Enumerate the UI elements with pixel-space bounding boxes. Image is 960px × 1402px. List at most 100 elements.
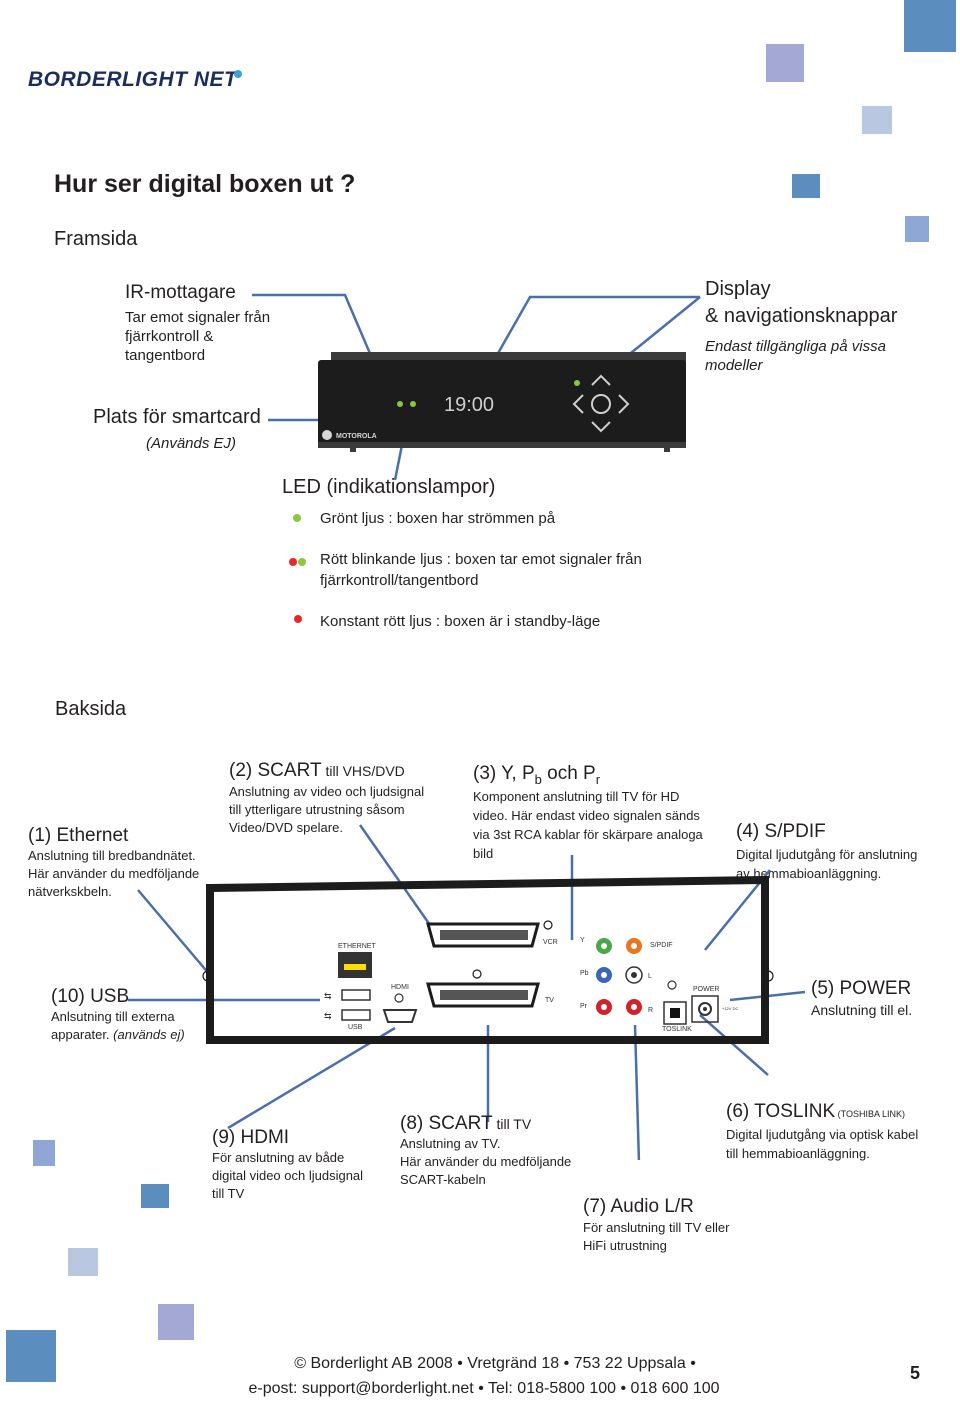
ir-title: IR-mottagare xyxy=(125,282,236,303)
brand-logo: BORDERLIGHT NET xyxy=(28,64,298,100)
hdmi-port-icon xyxy=(382,1009,418,1023)
front-led-icon xyxy=(397,401,403,407)
ypbpr-desc-line: bild xyxy=(473,846,494,861)
panel-power-rating: +12V DC xyxy=(722,1006,738,1011)
hdmi-desc-line: digital video och ljudsignal xyxy=(212,1168,364,1183)
panel-toslink-label: TOSLINK xyxy=(662,1026,692,1033)
smartcard-note: (Används EJ) xyxy=(146,435,237,452)
power-port-icon xyxy=(691,995,719,1023)
ypbpr-title: (3) Y, P xyxy=(473,763,535,784)
decor-square xyxy=(862,106,892,134)
scart2-desc: Anslutning av video och ljudsignal till … xyxy=(229,783,424,837)
motorola-logo-icon xyxy=(322,430,332,440)
spdif-desc-line: Digital ljudutgång för anslutning xyxy=(736,847,918,862)
front-heading: Framsida xyxy=(54,228,138,250)
page-title: Hur ser digital boxen ut ? xyxy=(54,170,356,198)
back-heading: Baksida xyxy=(55,698,127,720)
usb-title: (10) USB xyxy=(51,986,130,1007)
panel-y-label: Y xyxy=(580,937,585,944)
toslink-desc-line: till hemmabioanläggning. xyxy=(726,1146,870,1161)
hdmi-desc-line: till TV xyxy=(212,1186,245,1201)
scart8-title: (8) SCART xyxy=(400,1113,493,1134)
decor-square xyxy=(158,1304,194,1340)
usb-port-icon: ⇆ ⇆ xyxy=(324,989,371,1021)
power-title: (5) POWER xyxy=(811,978,912,999)
toslink-small: (TOSHIBA LINK) xyxy=(835,1109,905,1119)
hdmi-screw-icon xyxy=(394,993,404,1003)
panel-vcr-label: VCR xyxy=(543,939,558,946)
display-title-2: & navigationsknappar xyxy=(705,305,898,327)
led-legend-icons xyxy=(289,514,306,623)
usb-desc: Anlsutning till externa apparater. (anvä… xyxy=(51,1008,185,1044)
ethernet-port-icon xyxy=(338,952,372,978)
display-desc-line: modeller xyxy=(705,357,763,374)
panel-l-label: L xyxy=(648,973,652,980)
scart2-title: (2) SCART xyxy=(229,760,322,781)
panel-power-label: POWER xyxy=(693,986,719,993)
ypbpr-desc-line: Komponent anslutning till TV för HD xyxy=(473,789,680,804)
led-title: LED (indikationslampor) xyxy=(282,476,496,498)
ypbpr-desc: Komponent anslutning till TV för HD vide… xyxy=(473,787,703,863)
scart8-desc-line: SCART-kabeln xyxy=(400,1172,486,1187)
ethernet-title: (1) Ethernet xyxy=(28,825,129,846)
ethernet-desc-line: Här använder du medföljande xyxy=(28,866,200,881)
toslink-port-icon xyxy=(663,1001,687,1025)
hdmi-desc: För anslutning av både digital video och… xyxy=(212,1149,363,1203)
page-number: 5 xyxy=(910,1363,921,1383)
display-desc: Endast tillgängliga på vissa modeller xyxy=(705,337,886,375)
scart2-suffix: till VHS/DVD xyxy=(321,763,405,779)
decor-square xyxy=(905,216,929,242)
audio-desc-line: För anslutning till TV eller xyxy=(583,1220,730,1235)
ypbpr-och: och P xyxy=(541,763,596,784)
scart8-desc: Anslutning av TV. Här använder du medföl… xyxy=(400,1135,571,1189)
scart8-heading: (8) SCART till TV xyxy=(400,1113,531,1135)
scart8-desc-line: Anslutning av TV. xyxy=(400,1136,501,1151)
ir-desc-line: tangentbord xyxy=(125,347,206,364)
red-led-icon xyxy=(294,615,302,623)
decor-square xyxy=(141,1184,169,1208)
svg-text:⇆: ⇆ xyxy=(324,1011,332,1021)
usb-desc-italic: (används ej) xyxy=(109,1027,185,1042)
led-item-blink-line2: fjärrkontroll/tangentbord xyxy=(320,572,479,589)
power-desc: Anslutning till el. xyxy=(811,1002,913,1018)
decor-square xyxy=(766,44,804,82)
audio-title: (7) Audio L/R xyxy=(583,1196,694,1217)
decor-square xyxy=(904,0,956,52)
red-led-icon xyxy=(289,558,297,566)
panel-r-label: R xyxy=(648,1007,653,1014)
device-clock: 19:00 xyxy=(444,394,494,416)
usb-desc-text: apparater. xyxy=(51,1027,110,1042)
audio-desc-line: HiFi utrustning xyxy=(583,1238,667,1253)
display-desc-line: Endast tillgängliga på vissa xyxy=(705,338,886,355)
usb-desc-line: Anlsutning till externa xyxy=(51,1009,175,1024)
panel-usb-label: USB xyxy=(348,1024,363,1031)
decor-square xyxy=(792,174,820,198)
spdif-desc-line: av hemmabioanläggning. xyxy=(736,866,882,881)
nav-buttons-icon xyxy=(572,374,630,433)
toslink-title: (6) TOSLINK xyxy=(726,1101,836,1122)
ir-desc: Tar emot signaler från fjärrkontroll & t… xyxy=(125,308,270,365)
decor-square xyxy=(33,1140,55,1166)
green-led-icon xyxy=(298,558,306,566)
scart-tv-port-icon xyxy=(426,982,540,1008)
ir-desc-line: Tar emot signaler från xyxy=(125,309,271,326)
scart2-desc-line: Anslutning av video och ljudsignal xyxy=(229,784,425,799)
ethernet-desc-line: Anslutning till bredbandnätet. xyxy=(28,848,196,863)
footer-line1: © Borderlight AB 2008 • Vretgränd 18 • 7… xyxy=(294,1355,696,1372)
toslink-desc-line: Digital ljudutgång via optisk kabel xyxy=(726,1127,919,1142)
ir-desc-line: fjärrkontroll & xyxy=(125,328,214,345)
scart2-desc-line: Video/DVD spelare. xyxy=(229,820,343,835)
led-item-green: Grönt ljus : boxen har strömmen på xyxy=(320,510,556,527)
ypbpr-heading: (3) Y, Pb och Pr xyxy=(473,763,600,787)
ethernet-desc: Anslutning till bredbandnätet. Här använ… xyxy=(28,847,199,901)
hdmi-title: (9) HDMI xyxy=(212,1127,290,1148)
ypbpr-desc-line: via 3st RCA kablar för skärpare analoga xyxy=(473,827,703,842)
toslink-heading: (6) TOSLINK (TOSHIBA LINK) xyxy=(726,1101,905,1123)
usb-desc-line: apparater. (används ej) xyxy=(51,1026,185,1044)
panel-hdmi-label: HDMI xyxy=(391,984,409,991)
smartcard-title: Plats för smartcard xyxy=(93,406,261,428)
front-led-icon xyxy=(410,401,416,407)
back-panel-diagram: ETHERNET HDMI ⇆ ⇆ USB VCR TV Y Pb Pr S/P… xyxy=(128,824,806,1160)
scart8-suffix: till TV xyxy=(492,1116,532,1132)
panel-spdif-label: S/PDIF xyxy=(650,942,673,949)
